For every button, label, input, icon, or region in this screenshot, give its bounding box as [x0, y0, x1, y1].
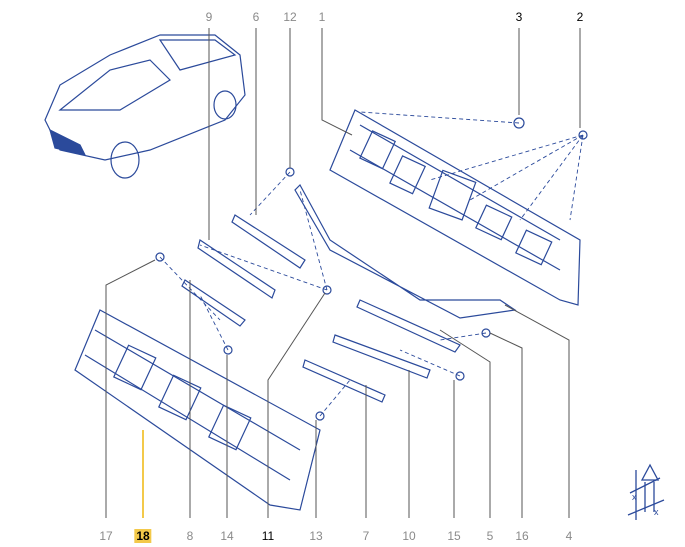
callout-5[interactable]: 5 [486, 529, 494, 543]
callout-14[interactable]: 14 [220, 529, 234, 543]
icon-axis-label-horizontal: x [654, 507, 659, 517]
callout-15[interactable]: 15 [447, 529, 461, 543]
callout-11[interactable]: 11 [261, 529, 275, 543]
callout-1[interactable]: 1 [318, 10, 326, 24]
callout-16[interactable]: 16 [515, 529, 529, 543]
upper-grille-part [329, 109, 581, 306]
callout-2[interactable]: 2 [576, 10, 584, 24]
callout-3[interactable]: 3 [515, 10, 523, 24]
icon-axis-label-vertical: x [632, 492, 637, 502]
callout-18-highlighted[interactable]: 18 [134, 529, 152, 543]
callout-4[interactable]: 4 [565, 529, 573, 543]
trim-strips [181, 184, 517, 403]
lower-grille-part [74, 309, 321, 511]
callout-7[interactable]: 7 [362, 529, 370, 543]
callout-13[interactable]: 13 [309, 529, 323, 543]
callout-12[interactable]: 12 [283, 10, 297, 24]
callout-17[interactable]: 17 [99, 529, 113, 543]
callout-9[interactable]: 9 [205, 10, 213, 24]
callout-6[interactable]: 6 [252, 10, 260, 24]
leader-lines [105, 28, 581, 518]
vehicle-illustration [44, 34, 246, 179]
callout-8[interactable]: 8 [186, 529, 194, 543]
assembly-lines [159, 111, 584, 417]
bolt-dimension-icon [627, 463, 665, 520]
callout-10[interactable]: 10 [402, 529, 416, 543]
